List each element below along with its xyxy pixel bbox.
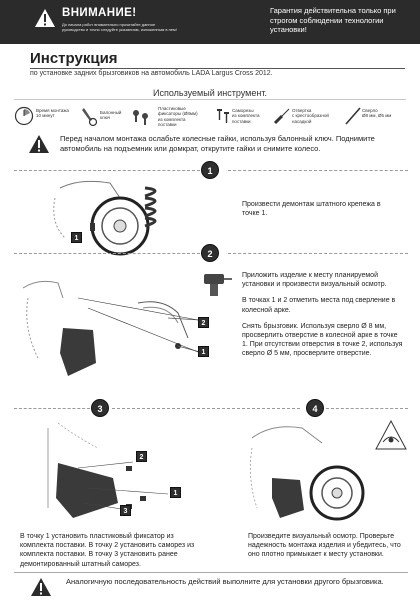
title-divider — [30, 68, 405, 69]
warning-header: ВНИМАНИЕ! До начала работ внимательно пр… — [0, 0, 420, 44]
tool-label: Балонный ключ — [100, 110, 122, 121]
step3-text: В точку 1 установить пластиковый фиксато… — [20, 533, 195, 568]
notice-bottom-text: Аналогичную последовательность действий … — [66, 577, 384, 586]
screwdriver-icon — [273, 108, 290, 125]
step-divider — [14, 408, 90, 409]
step3-illustration — [47, 422, 169, 518]
clock-icon — [14, 106, 34, 126]
step-divider — [14, 170, 200, 171]
callout-marker: 1 — [198, 346, 209, 357]
page-title: Инструкция — [30, 50, 118, 67]
page-subtitle: по установке задних брызговиков на автом… — [30, 70, 273, 77]
step-divider — [228, 170, 408, 171]
tools-heading: Используемый инструмент. — [153, 88, 267, 98]
screws-icon — [217, 109, 229, 123]
step-number: 2 — [201, 244, 219, 262]
warning-triangle-icon — [35, 9, 55, 27]
tool-label: Сверло Ø8 мм, Ø5 мм — [362, 108, 392, 119]
tool-label: Саморезы из комплекта поставки — [232, 108, 260, 124]
bottom-divider — [14, 572, 408, 573]
drill-icon — [204, 274, 232, 296]
callout-marker: 1 — [71, 232, 82, 243]
tool-label: Отвертка с крестообразной насадкой — [292, 108, 329, 124]
warning-title: ВНИМАНИЕ! — [62, 7, 137, 19]
callout-marker: 3 — [120, 505, 131, 516]
step-divider — [228, 253, 408, 254]
callout-marker: 2 — [136, 451, 147, 462]
tool-label: Пластиковые фиксаторы (Ø8мм) из комплект… — [158, 106, 198, 128]
step-divider — [112, 408, 300, 409]
step-number: 1 — [201, 161, 219, 179]
warning-triangle-icon — [31, 578, 51, 596]
step4-illustration — [249, 426, 365, 521]
tool-label: Время монтажа 10 минут — [36, 108, 69, 119]
notice-top-text: Перед началом монтажа ослабьте колесные … — [60, 134, 375, 153]
step1-text: Произвести демонтаж штатного крепежа в т… — [242, 201, 381, 218]
callout-marker: 1 — [170, 487, 181, 498]
step2-illustration — [22, 280, 201, 376]
callout-marker: 2 — [198, 317, 209, 328]
visual-inspection-icon — [375, 420, 407, 450]
step-number: 4 — [306, 399, 324, 417]
step-divider — [14, 253, 200, 254]
step4-text: Произведите визуальный осмотр. Проверьте… — [248, 533, 401, 559]
plastic-clip-icon — [133, 110, 148, 125]
warning-triangle-icon — [29, 135, 49, 153]
step-divider — [326, 408, 408, 409]
wheel-wrench-icon — [82, 108, 98, 127]
step-number: 3 — [91, 399, 109, 417]
drill-bit-icon — [345, 107, 361, 125]
tools-divider — [14, 99, 406, 100]
step2-text: Приложить изделие к месту планируемой ус… — [242, 272, 403, 358]
guarantee-note: Гарантия действительна только при строго… — [270, 6, 396, 34]
warning-text: До начала работ внимательно прочитайте д… — [62, 22, 177, 32]
step1-illustration — [53, 180, 157, 256]
